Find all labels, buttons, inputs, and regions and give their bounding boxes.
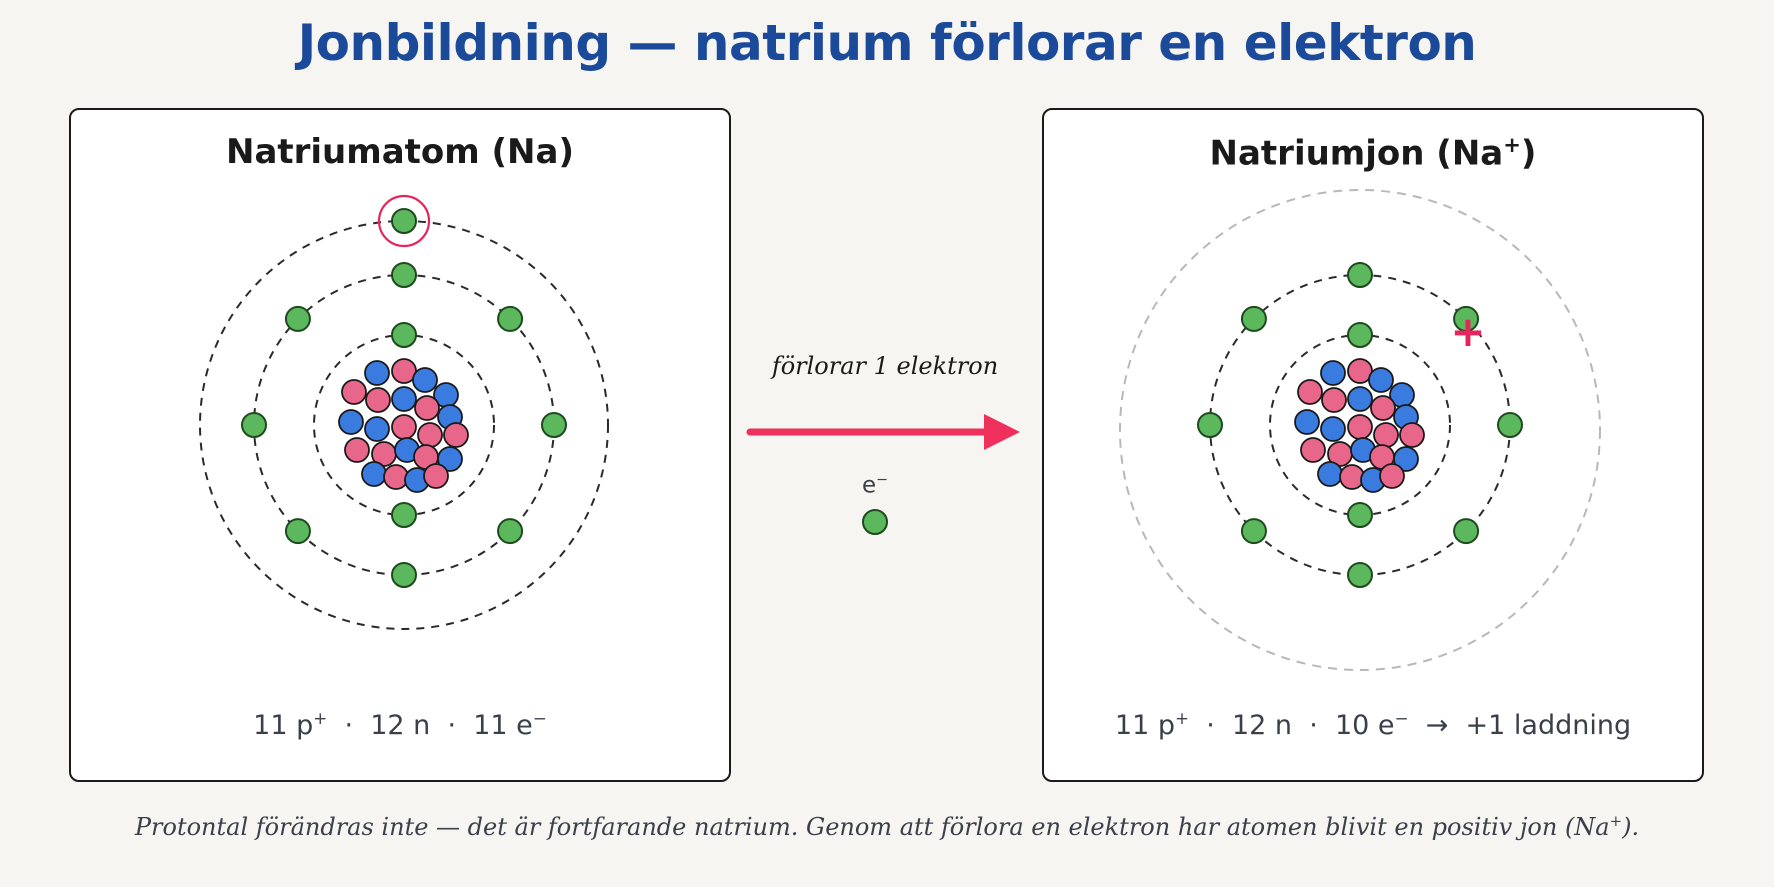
electron xyxy=(1197,412,1223,438)
electron xyxy=(1347,262,1373,288)
proton xyxy=(423,463,449,489)
electron xyxy=(391,322,417,348)
electron xyxy=(1453,305,1480,332)
proton xyxy=(443,422,469,448)
electron xyxy=(284,518,311,545)
electron xyxy=(1240,518,1267,545)
sodium-ion-panel: Natriumjon (Na+) + 11 p+ · 12 n · 10 e− … xyxy=(1042,108,1704,782)
neutron xyxy=(1393,446,1419,472)
neutron xyxy=(437,446,463,472)
electron xyxy=(497,518,524,545)
electron-count: 10 e− xyxy=(1334,708,1409,741)
proton xyxy=(1379,463,1405,489)
proton xyxy=(365,387,391,413)
electron-count: 11 e− xyxy=(473,708,547,741)
proton xyxy=(391,414,417,440)
valence-electron-highlight xyxy=(377,194,431,248)
neutron xyxy=(391,386,417,412)
proton xyxy=(1399,422,1425,448)
electron xyxy=(1347,562,1373,588)
separator: · xyxy=(344,710,354,741)
neutron xyxy=(1320,360,1346,386)
neutron xyxy=(364,416,390,442)
neutron-count: 12 n xyxy=(370,710,431,741)
electron xyxy=(1347,322,1373,348)
electron xyxy=(1347,502,1373,528)
empty-outer-shell xyxy=(1119,189,1601,671)
electron xyxy=(497,305,524,332)
arrow-head xyxy=(984,414,1020,450)
neutron xyxy=(412,367,438,393)
arrow-label: förlorar 1 elektron xyxy=(771,352,999,380)
electron xyxy=(1453,518,1480,545)
electron xyxy=(241,412,267,438)
proton xyxy=(383,464,409,490)
neutron xyxy=(1294,409,1320,435)
sodium-ion-title: Natriumjon (Na+) xyxy=(1209,132,1537,174)
neutron-count: 12 n xyxy=(1231,710,1293,741)
neutron xyxy=(1368,367,1394,393)
proton xyxy=(1339,464,1365,490)
proton xyxy=(1321,387,1347,413)
transition-arrow xyxy=(746,414,1020,535)
sodium-atom-stats: 11 p+ · 12 n · 11 e− xyxy=(71,708,729,741)
neutron xyxy=(338,409,364,435)
separator: · xyxy=(1206,710,1215,741)
proton xyxy=(341,379,367,405)
neutron xyxy=(1320,416,1346,442)
proton xyxy=(1373,422,1399,448)
sodium-atom-diagram xyxy=(199,194,609,630)
proton xyxy=(1300,437,1326,463)
separator: · xyxy=(447,710,457,741)
result-arrow: → xyxy=(1425,710,1449,741)
charge-label: +1 laddning xyxy=(1465,710,1632,741)
proton-count: 11 p+ xyxy=(253,708,328,741)
sodium-atom-panel: Natriumatom (Na) 11 p+ · 12 n · 11 e− xyxy=(69,108,731,782)
separator: · xyxy=(1309,710,1318,741)
proton xyxy=(1370,395,1396,421)
electron xyxy=(1497,412,1523,438)
proton xyxy=(1297,379,1323,405)
proton xyxy=(417,422,443,448)
electron xyxy=(391,262,417,288)
electron xyxy=(541,412,567,438)
sodium-ion-diagram: + xyxy=(1119,189,1601,671)
free-electron xyxy=(862,509,888,535)
positive-charge-symbol: + xyxy=(1450,307,1485,356)
sodium-atom-title: Natriumatom (Na) xyxy=(225,132,574,172)
proton xyxy=(414,395,440,421)
electron xyxy=(391,208,417,234)
page-title: Jonbildning — natrium förlorar en elektr… xyxy=(297,14,1477,72)
footer-caption: Protontal förändras inte — det är fortfa… xyxy=(134,812,1640,841)
neutron xyxy=(1317,461,1343,487)
proton-count: 11 p+ xyxy=(1114,708,1190,741)
neutron xyxy=(364,360,390,386)
proton xyxy=(1347,414,1373,440)
electron xyxy=(284,305,311,332)
electron xyxy=(391,562,417,588)
neutron xyxy=(361,461,387,487)
neutron xyxy=(1347,386,1373,412)
proton xyxy=(344,437,370,463)
electron xyxy=(1240,305,1267,332)
sodium-ion-stats: 11 p+ · 12 n · 10 e− → +1 laddning xyxy=(1044,708,1702,741)
free-electron-label: e− xyxy=(861,472,889,499)
electron xyxy=(391,502,417,528)
